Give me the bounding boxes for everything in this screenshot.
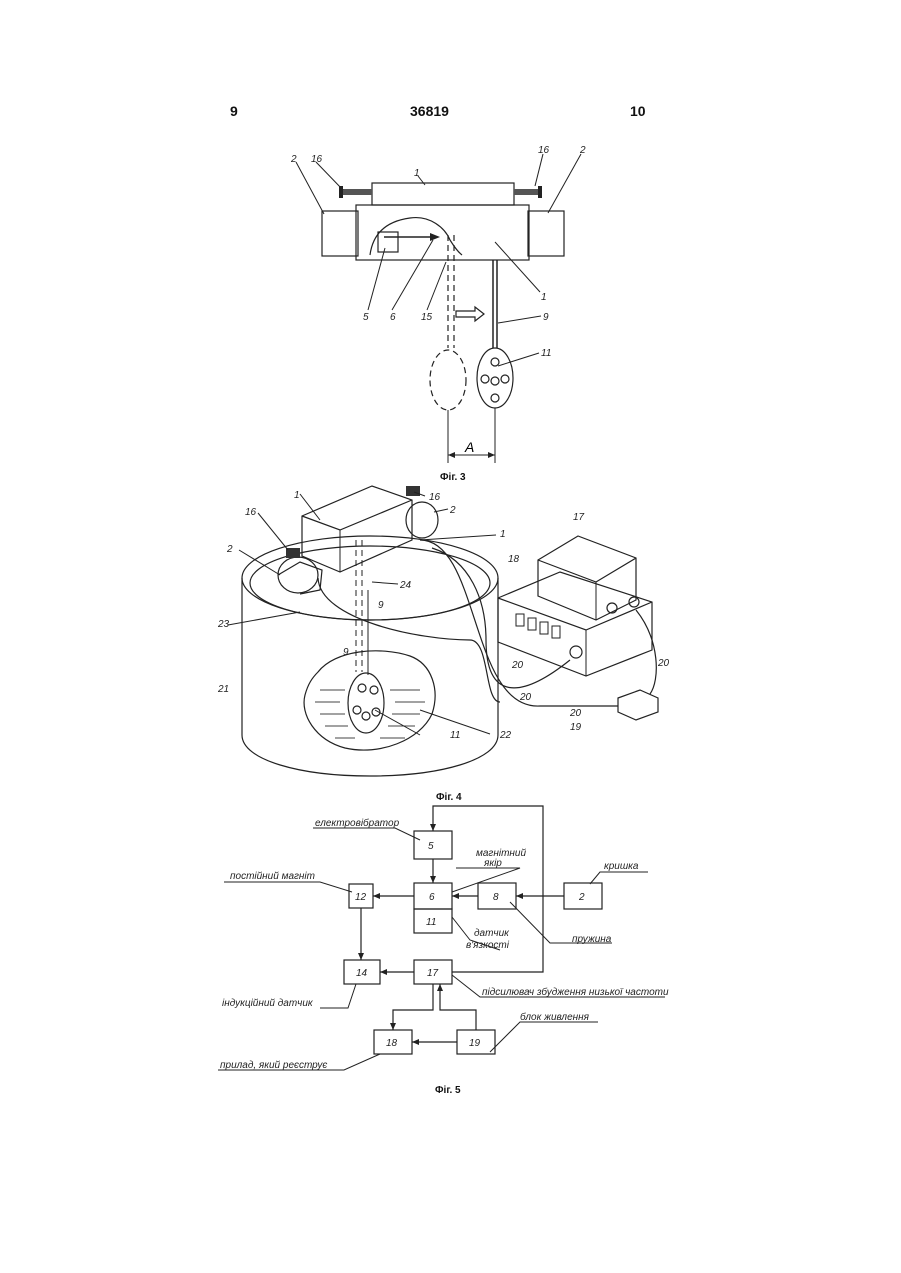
- fig4-label-2b: 2: [226, 544, 233, 555]
- side-block-left: [322, 211, 358, 256]
- top-block: [372, 183, 514, 205]
- callout-vibrator: електровібратор: [315, 817, 400, 829]
- probe-initial-position: [430, 350, 466, 410]
- fig3-label-A: A: [464, 439, 474, 455]
- block-18-label: 18: [386, 1038, 398, 1049]
- fig4-label-24: 24: [399, 580, 412, 591]
- fig4-label-21: 21: [217, 684, 229, 695]
- fig3-label-11: 11: [541, 348, 551, 359]
- fig3-label-16a: 16: [311, 154, 323, 165]
- fig4-label-20d: 20: [657, 658, 670, 669]
- block-6-label: 6: [429, 892, 435, 903]
- callout-core-2: якір: [483, 858, 502, 869]
- fig4-label-11: 11: [450, 730, 460, 741]
- callout-viscosity-2: в'язкості: [466, 940, 510, 951]
- callout-viscosity: датчик: [474, 928, 510, 939]
- block-12-label: 12: [355, 892, 367, 903]
- callout-induction: індукційний датчик: [222, 998, 314, 1009]
- vibrator-element: [378, 232, 398, 252]
- block-5-label: 5: [428, 841, 434, 852]
- fig4-device-housing: [302, 486, 412, 572]
- figure-5: 5 6 8 2 12 11 14 17 18 19 електровібрато…: [218, 806, 669, 1096]
- callout-spring: пружина: [572, 934, 612, 945]
- callout-lowfreq: підсилювач збудження низької частоти: [482, 986, 669, 998]
- fig4-label-22: 22: [499, 730, 512, 741]
- fig4-label-9b: 9: [343, 647, 349, 658]
- callout-power: блок живлення: [520, 1011, 590, 1023]
- fig4-label-1: 1: [294, 490, 300, 501]
- fig3-label-15: 15: [421, 312, 433, 323]
- block-17-label: 17: [427, 968, 439, 979]
- displacement-arrow: [456, 307, 484, 321]
- fig3-label-9: 9: [543, 312, 549, 323]
- fig3-label-2a: 2: [290, 154, 297, 165]
- fig4-coil-left: [278, 557, 318, 593]
- fig4-label-20c: 20: [569, 708, 582, 719]
- fig3-caption: Фіг. 3: [440, 472, 466, 483]
- fig4-label-23: 23: [217, 619, 230, 630]
- fig5-caption: Фіг. 5: [435, 1085, 461, 1096]
- side-block-right: [528, 211, 564, 256]
- callout-magnet: постійний магніт: [230, 871, 315, 882]
- fig4-label-20b: 20: [519, 692, 532, 703]
- fig4-label-16a: 16: [429, 492, 441, 503]
- figure-3: 2 16 1 16 2 1 5 6 15 9 11 A Фіг. 3: [290, 145, 586, 483]
- block-2-label: 2: [578, 892, 585, 903]
- screw-left: [341, 189, 372, 195]
- fig3-label-16b: 16: [538, 145, 550, 156]
- fig3-label-1top: 1: [414, 168, 420, 179]
- fig4-probe: [348, 673, 384, 733]
- fig3-label-2b: 2: [579, 145, 586, 156]
- block-14-label: 14: [356, 968, 368, 979]
- block-8-label: 8: [493, 892, 499, 903]
- figure-4: 1 16 2 1 16 2 17 18 24 9 23 9 21 11 22 2…: [217, 486, 670, 803]
- fig4-label-18: 18: [508, 554, 520, 565]
- callout-recorder: прилад, який реєструє: [220, 1060, 327, 1071]
- probe-disc: [477, 348, 513, 408]
- fig4-caption: Фіг. 4: [436, 792, 462, 803]
- fig4-label-9a: 9: [378, 600, 384, 611]
- fig4-label-1b: 1: [500, 529, 506, 540]
- fig4-label-20a: 20: [511, 660, 524, 671]
- screw-right: [514, 189, 540, 195]
- block-11-label: 11: [426, 917, 436, 928]
- fig4-label-19: 19: [570, 722, 582, 733]
- fig4-label-16b: 16: [245, 507, 257, 518]
- fig3-label-6: 6: [390, 312, 396, 323]
- fig4-label-17: 17: [573, 512, 585, 523]
- liquid-sample: [304, 651, 435, 750]
- callout-lid: кришка: [604, 861, 639, 872]
- fig4-power-box: [618, 690, 658, 720]
- fig4-label-2a: 2: [449, 505, 456, 516]
- fig3-label-5: 5: [363, 312, 369, 323]
- fig3-label-1b: 1: [541, 292, 547, 303]
- fig4-coil-right: [406, 502, 438, 538]
- block-19-label: 19: [469, 1038, 481, 1049]
